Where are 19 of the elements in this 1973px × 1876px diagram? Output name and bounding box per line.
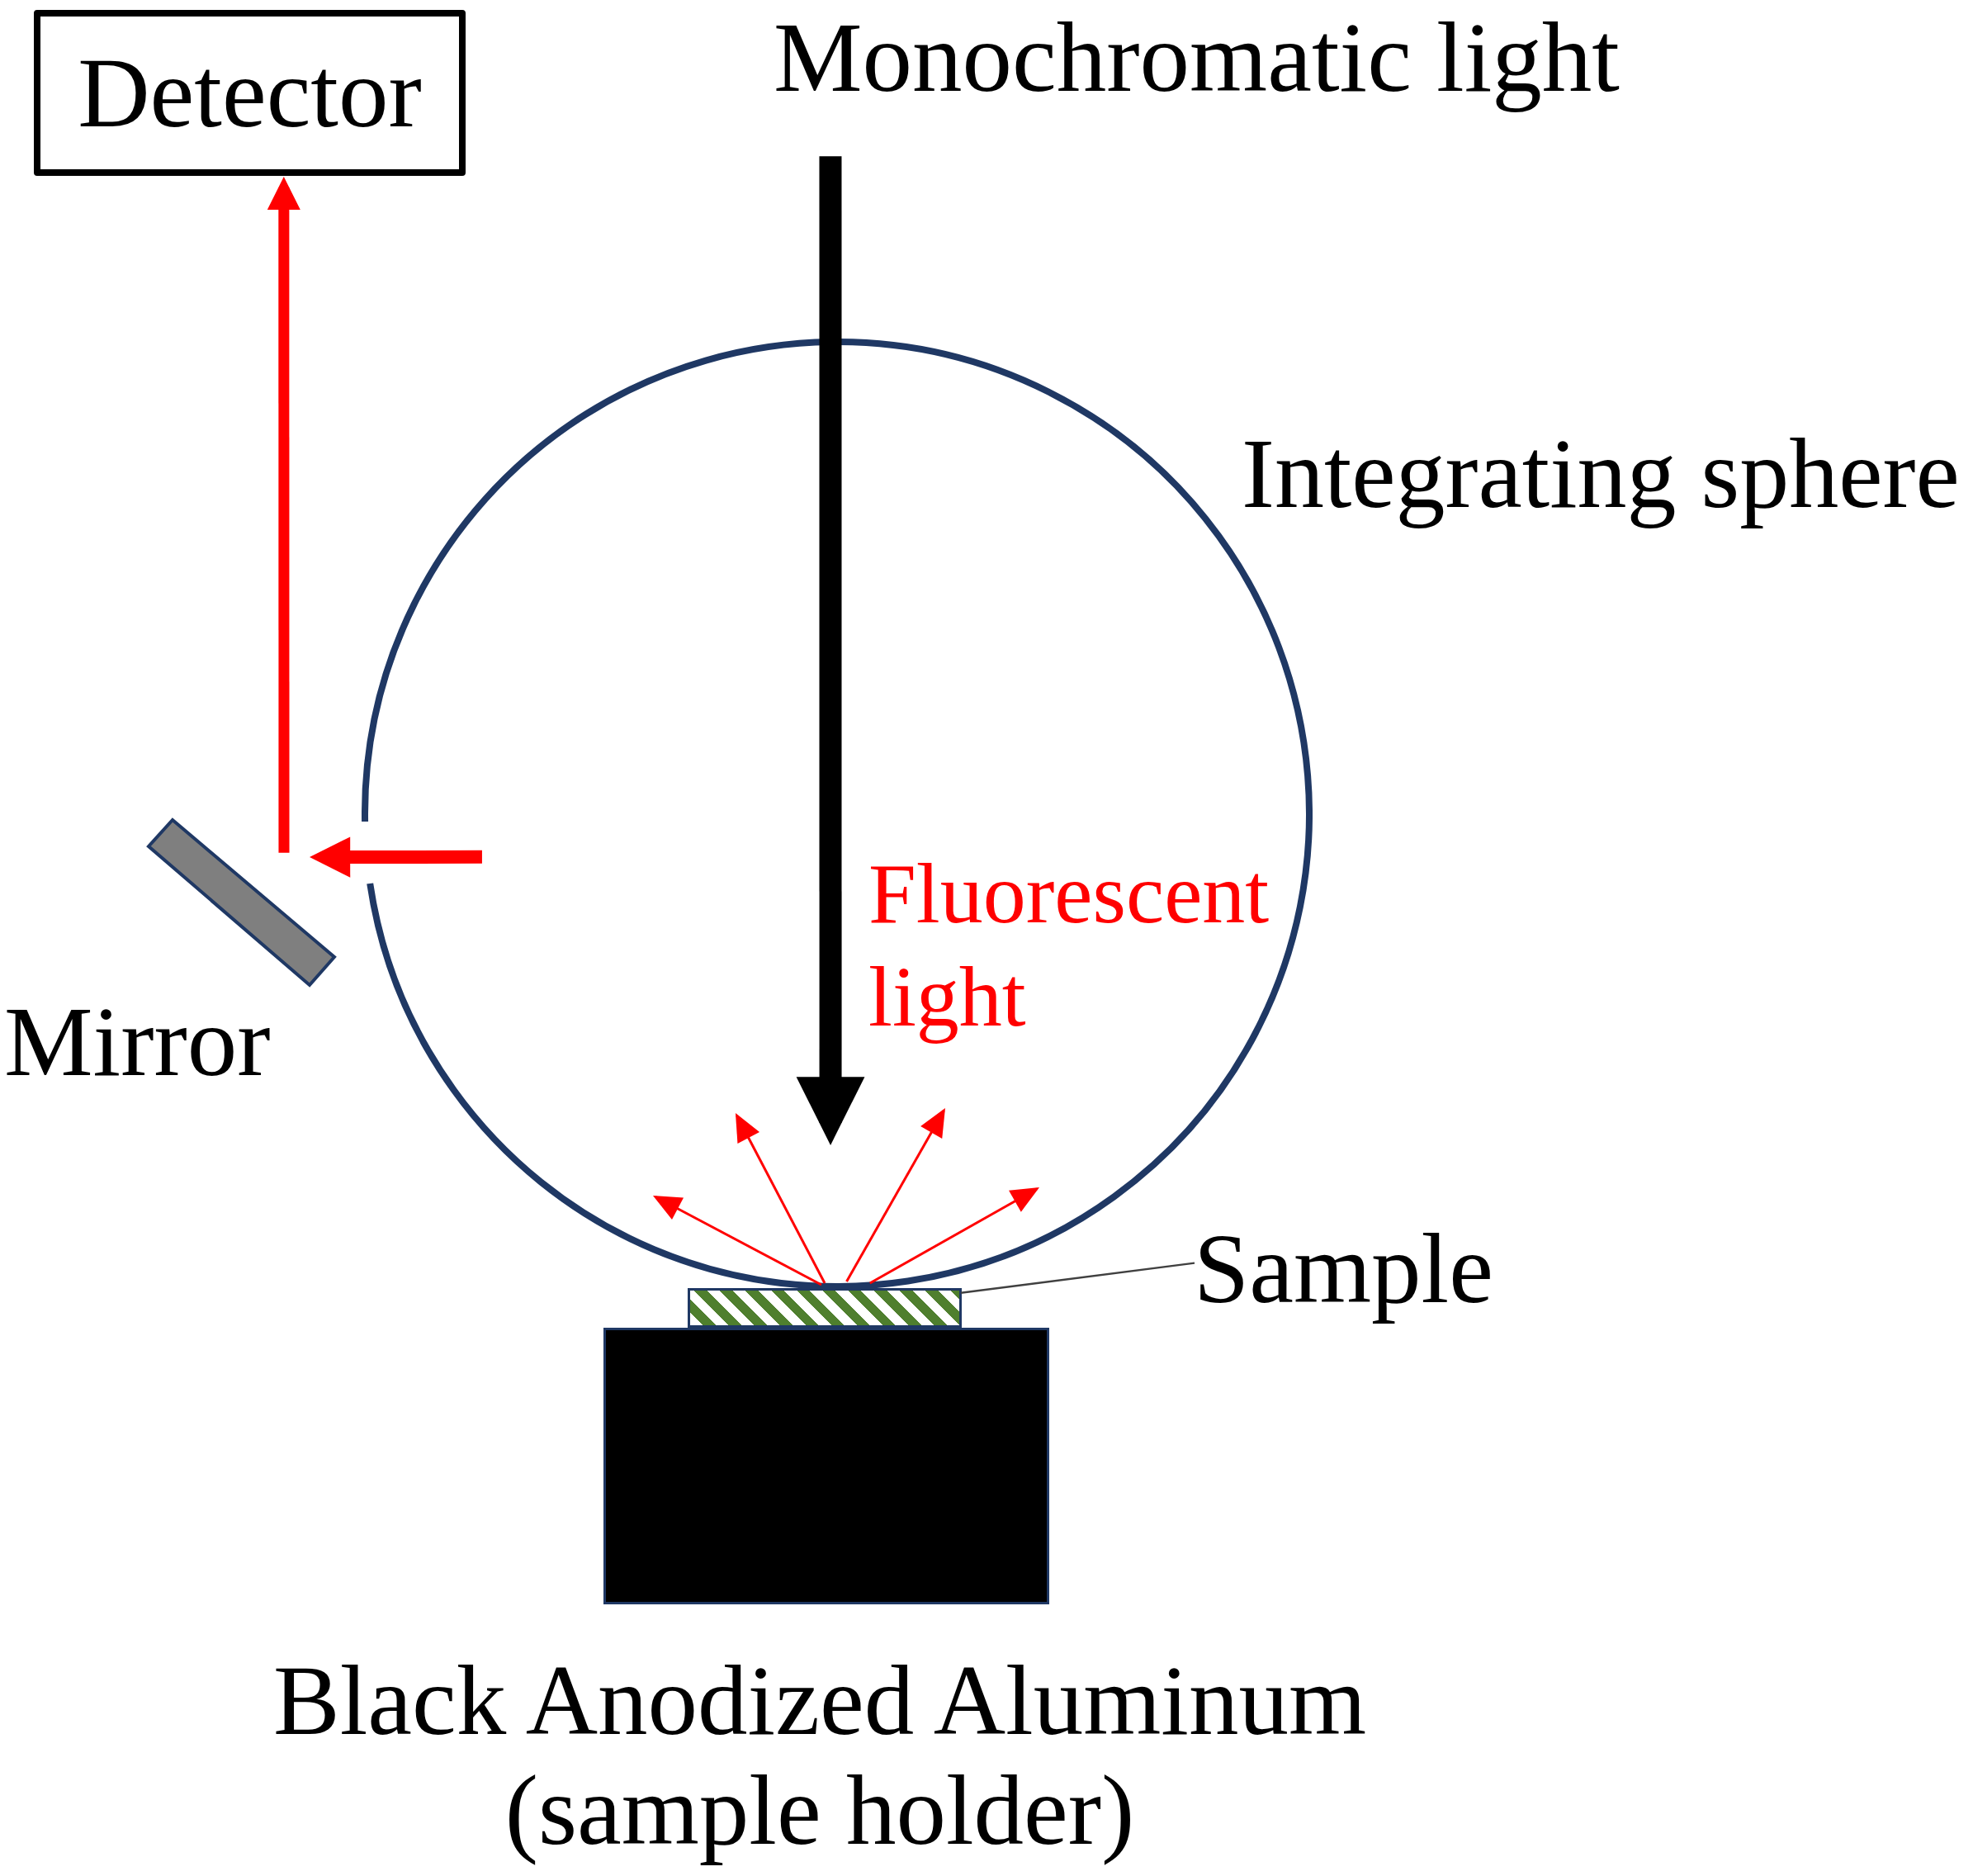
emission-arrow [845,1107,945,1282]
light-beam-arrow [796,156,865,1145]
mirror-label: Mirror [4,985,271,1098]
mirror [145,817,338,988]
sample-label: Sample [1194,1212,1493,1325]
leader-line [960,1262,1195,1294]
detector-box [34,10,466,176]
light-path-arrow [310,836,482,878]
emission-arrow [869,1187,1040,1285]
beam-label: Monochromatic light [774,1,1620,114]
holder-label: Black Anodized Aluminum (sample holder) [272,1646,1368,1865]
detector-label: Detector [78,36,422,149]
emission-arrow [652,1195,822,1286]
emission-label: Fluorescent light [868,845,1270,1045]
sphere-label: Integrating sphere [1242,418,1960,530]
sample-holder-block [603,1328,1049,1604]
sample-layer [688,1288,962,1328]
light-path-arrow [267,177,300,853]
emission-arrow [735,1112,826,1284]
